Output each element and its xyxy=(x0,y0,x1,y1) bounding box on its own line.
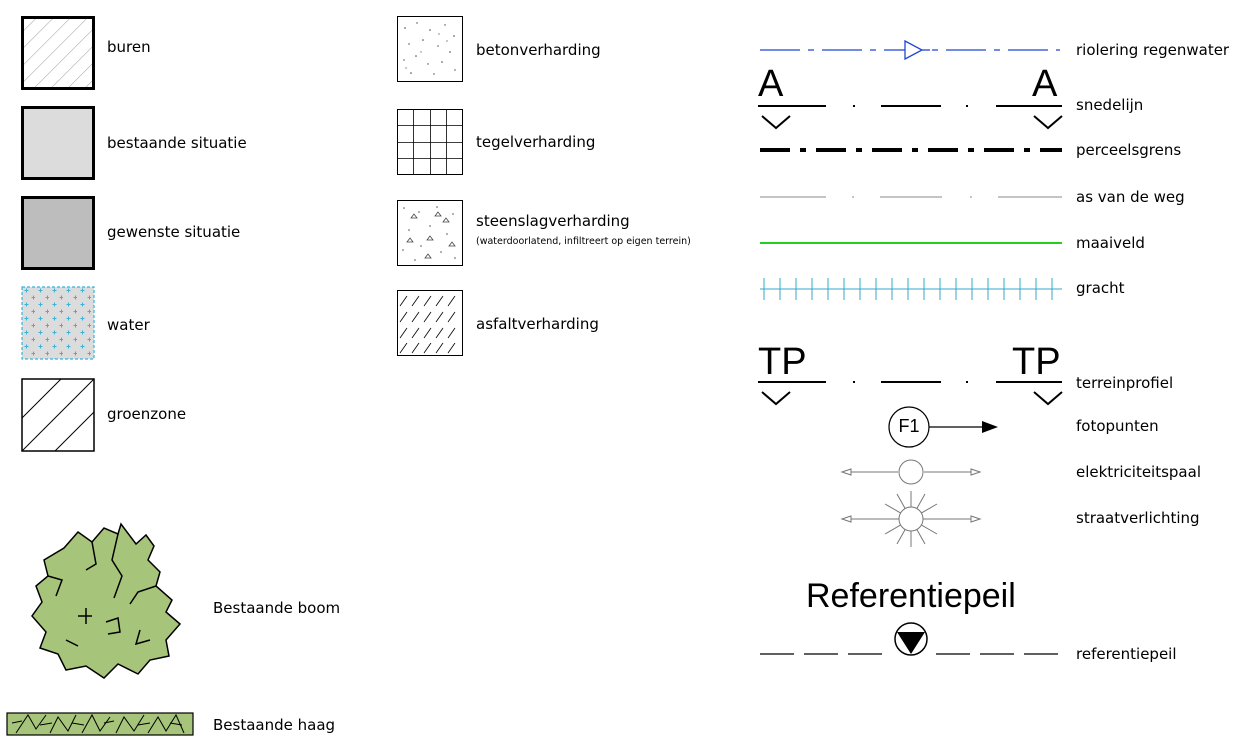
water-label: water xyxy=(107,316,150,334)
riolering-line xyxy=(760,39,1060,61)
steenslagverharding-swatch xyxy=(397,200,463,266)
snedelijn-line xyxy=(758,105,1063,130)
straatverlichting-symbol xyxy=(840,491,982,547)
betonverharding-swatch xyxy=(397,16,463,82)
gewenste-situatie-swatch xyxy=(21,196,95,270)
straatverlichting-label: straatverlichting xyxy=(1076,509,1200,527)
foto-mark: F1 xyxy=(898,416,920,436)
tegelverharding-swatch xyxy=(397,109,463,175)
bestaande-haag-label: Bestaande haag xyxy=(213,716,336,734)
asfaltverharding-swatch xyxy=(397,290,463,356)
snede-mark-left: A xyxy=(758,63,784,105)
tegelverharding-label: tegelverharding xyxy=(476,133,596,151)
tp-mark-right: TP xyxy=(1012,341,1061,383)
gracht-line xyxy=(760,278,1062,300)
elektriciteitspaal-label: elektriciteitspaal xyxy=(1076,463,1201,481)
terreinprofiel-line xyxy=(758,381,1063,406)
riolering-label: riolering regenwater xyxy=(1076,41,1230,59)
snede-mark-right: A xyxy=(1032,63,1058,105)
maaiveld-line xyxy=(760,242,1062,244)
bestaande-situatie-swatch xyxy=(21,106,95,180)
hedge-icon xyxy=(6,712,194,736)
gracht-label: gracht xyxy=(1076,279,1125,297)
steenslagverharding-note: (waterdoorlatend, infiltreert op eigen t… xyxy=(476,236,691,247)
gewenste-situatie-label: gewenste situatie xyxy=(107,223,241,241)
snedelijn-label: snedelijn xyxy=(1076,96,1144,114)
tp-mark-left: TP xyxy=(758,341,807,383)
groenzone-label: groenzone xyxy=(107,405,187,423)
bestaande-boom-label: Bestaande boom xyxy=(213,599,341,617)
groenzone-swatch xyxy=(21,378,95,452)
perceelsgrens-line xyxy=(760,148,1062,152)
tree-icon xyxy=(31,522,182,679)
steenslagverharding-label: steenslagverharding xyxy=(476,212,630,230)
buren-swatch xyxy=(21,16,95,90)
referentiepeil-label: referentiepeil xyxy=(1076,645,1177,663)
betonverharding-label: betonverharding xyxy=(476,41,601,59)
bestaande-situatie-label: bestaande situatie xyxy=(107,134,247,152)
buren-label: buren xyxy=(107,38,151,56)
maaiveld-label: maaiveld xyxy=(1076,234,1145,252)
water-swatch xyxy=(21,286,95,360)
asfaltverharding-label: asfaltverharding xyxy=(476,315,599,333)
fotopunten-symbol xyxy=(888,406,998,448)
elektriciteitspaal-symbol xyxy=(840,459,982,485)
as-van-de-weg-line xyxy=(760,196,1062,198)
terreinprofiel-label: terreinprofiel xyxy=(1076,374,1174,392)
perceelsgrens-label: perceelsgrens xyxy=(1076,141,1182,159)
referentiepeil-title: Referentiepeil xyxy=(806,577,1016,615)
fotopunten-label: fotopunten xyxy=(1076,417,1159,435)
referentiepeil-symbol xyxy=(760,622,1062,658)
as-van-de-weg-label: as van de weg xyxy=(1076,188,1185,206)
